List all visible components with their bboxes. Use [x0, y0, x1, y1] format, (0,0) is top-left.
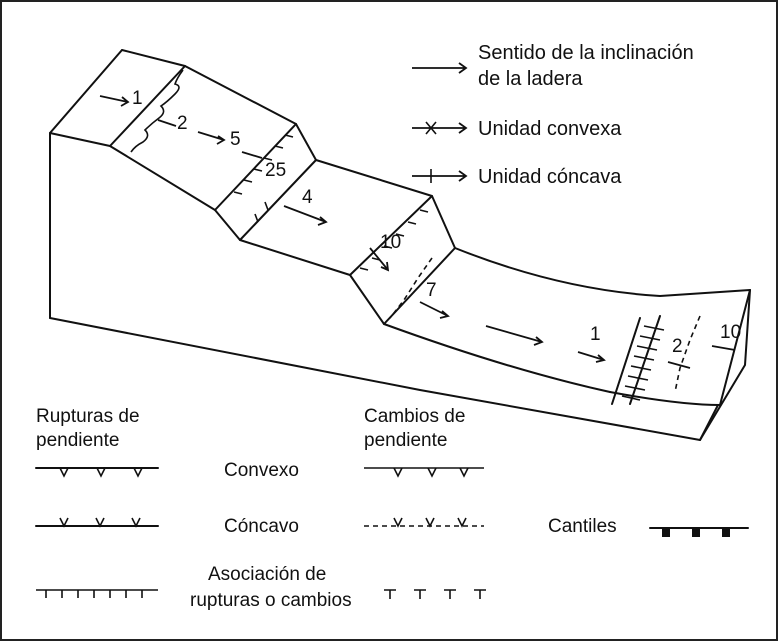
legend-convex-unit: Unidad convexa	[478, 118, 622, 140]
association-change-symbol	[384, 589, 486, 599]
slope-value: 7	[426, 280, 437, 301]
slope-value: 5	[230, 129, 241, 150]
slope-value: 10	[380, 232, 401, 253]
legend-association-line2: rupturas o cambios	[190, 590, 352, 611]
block-outline	[49, 49, 751, 441]
slope-value: 4	[302, 187, 313, 208]
slope-labels: 1 2 5 25 4 10 7 1 2 10	[132, 88, 741, 357]
slope-value: 2	[672, 336, 683, 357]
slope-value: 2	[177, 113, 188, 134]
legend-concave-unit: Unidad cóncava	[478, 166, 622, 188]
slope-value: 1	[590, 324, 601, 345]
legend-changes-header-line2: pendiente	[364, 430, 447, 451]
slope-arrows	[99, 95, 736, 369]
legend-association-line1: Asociación de	[208, 564, 326, 585]
legend-convex: Convexo	[224, 460, 299, 481]
legend-concave: Cóncavo	[224, 516, 299, 537]
slope-value: 1	[132, 88, 143, 109]
bottom-legend: Rupturas de pendiente Cambios de pendien…	[35, 406, 749, 611]
legend-breaks-header-line1: Rupturas de	[36, 406, 140, 427]
legend-slope-direction-line2: de la ladera	[478, 68, 583, 90]
legend-breaks-header-line2: pendiente	[36, 430, 119, 451]
slope-value: 10	[720, 322, 741, 343]
cliff-band	[611, 315, 665, 405]
break-ticks	[233, 134, 429, 271]
legend-cliffs: Cantiles	[548, 516, 617, 537]
legend-changes-header-line1: Cambios de	[364, 406, 465, 427]
top-legend: Sentido de la inclinación de la ladera U…	[412, 42, 694, 188]
legend-slope-direction-line1: Sentido de la inclinación	[478, 42, 694, 64]
slope-value: 25	[265, 160, 286, 181]
change-lines	[130, 69, 701, 393]
